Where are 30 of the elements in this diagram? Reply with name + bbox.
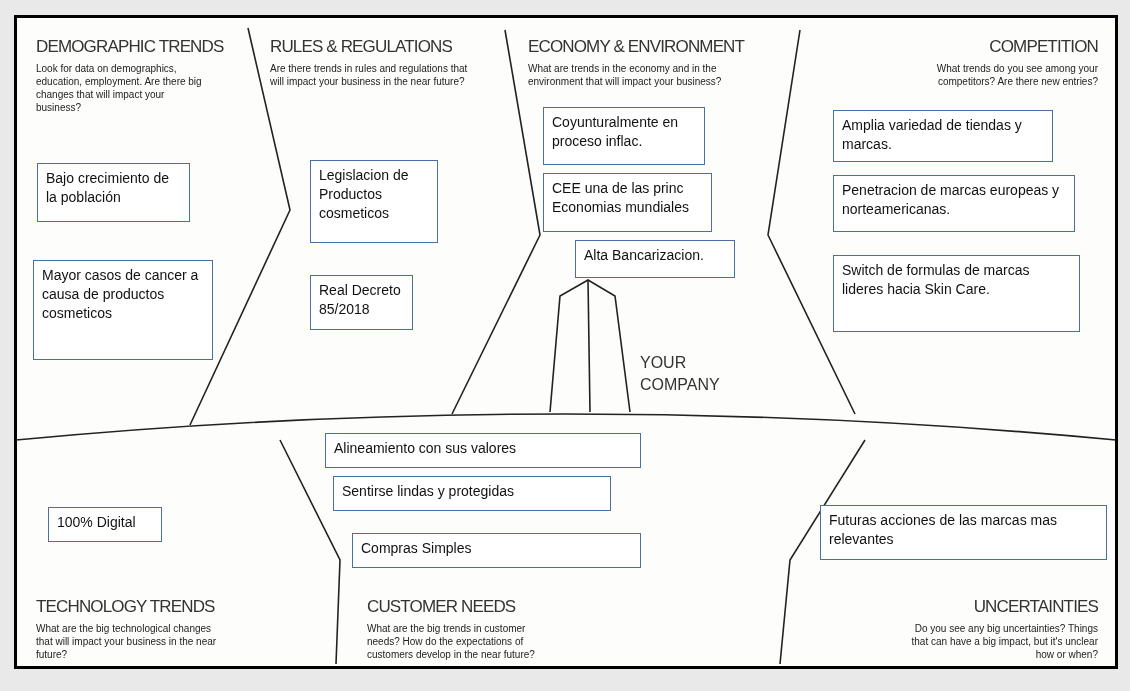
note-box: Mayor casos de cancer a causa de productos cosmeticos [33, 260, 213, 360]
note-box: Coyunturalmente en proceso inflac. [543, 107, 705, 165]
note-box: CEE una de las princ Economias mundiales [543, 173, 712, 232]
section-heading: DEMOGRAPHIC TRENDS [36, 36, 225, 58]
section-heading: CUSTOMER NEEDS [367, 596, 517, 618]
section-description: Are there trends in rules and regulations that will impact your business in the near future? [270, 62, 469, 88]
note-box: Compras Simples [352, 533, 641, 568]
section-description: Do you see any big uncertainties? Things that can have a big impact, but it's unclear how or when? [910, 622, 1098, 661]
note-box: Legislacion de Productos cosmeticos [310, 160, 438, 243]
note-box: Sentirse lindas y protegidas [333, 476, 611, 511]
note-box: Alta Bancarizacion. [575, 240, 735, 278]
section-heading: RULES & REGULATIONS [270, 36, 453, 58]
section-description: What are the big trends in customer needs? How do the expectations of customers develop in the near future? [367, 622, 536, 661]
note-box: 100% Digital [48, 507, 162, 542]
section-description: What are trends in the economy and in the environment that will impact your business? [528, 62, 723, 88]
section-heading: UNCERTAINTIES [972, 596, 1098, 618]
section-heading: TECHNOLOGY TRENDS [36, 596, 216, 618]
section-description: What are the big technological changes that will impact your business in the near future? [36, 622, 218, 661]
section-description: Look for data on demographics, education, employment. Are there big changes that will impact your business? [36, 62, 203, 114]
note-box: Futuras acciones de las marcas mas relevantes [820, 505, 1107, 560]
section-heading: COMPETITION [988, 36, 1098, 58]
company-label: YOUR COMPANY [640, 353, 721, 395]
section-heading: ECONOMY & ENVIRONMENT [528, 36, 746, 58]
note-box: Amplia variedad de tiendas y marcas. [833, 110, 1053, 162]
note-box: Alineamiento con sus valores [325, 433, 641, 468]
note-box: Real Decreto 85/2018 [310, 275, 413, 330]
section-description: What trends do you see among your competitors? Are there new entries? [935, 62, 1098, 88]
note-box: Penetracion de marcas europeas y norteamericanas. [833, 175, 1075, 232]
note-box: Switch de formulas de marcas lideres hacia Skin Care. [833, 255, 1080, 332]
note-box: Bajo crecimiento de la población [37, 163, 190, 222]
